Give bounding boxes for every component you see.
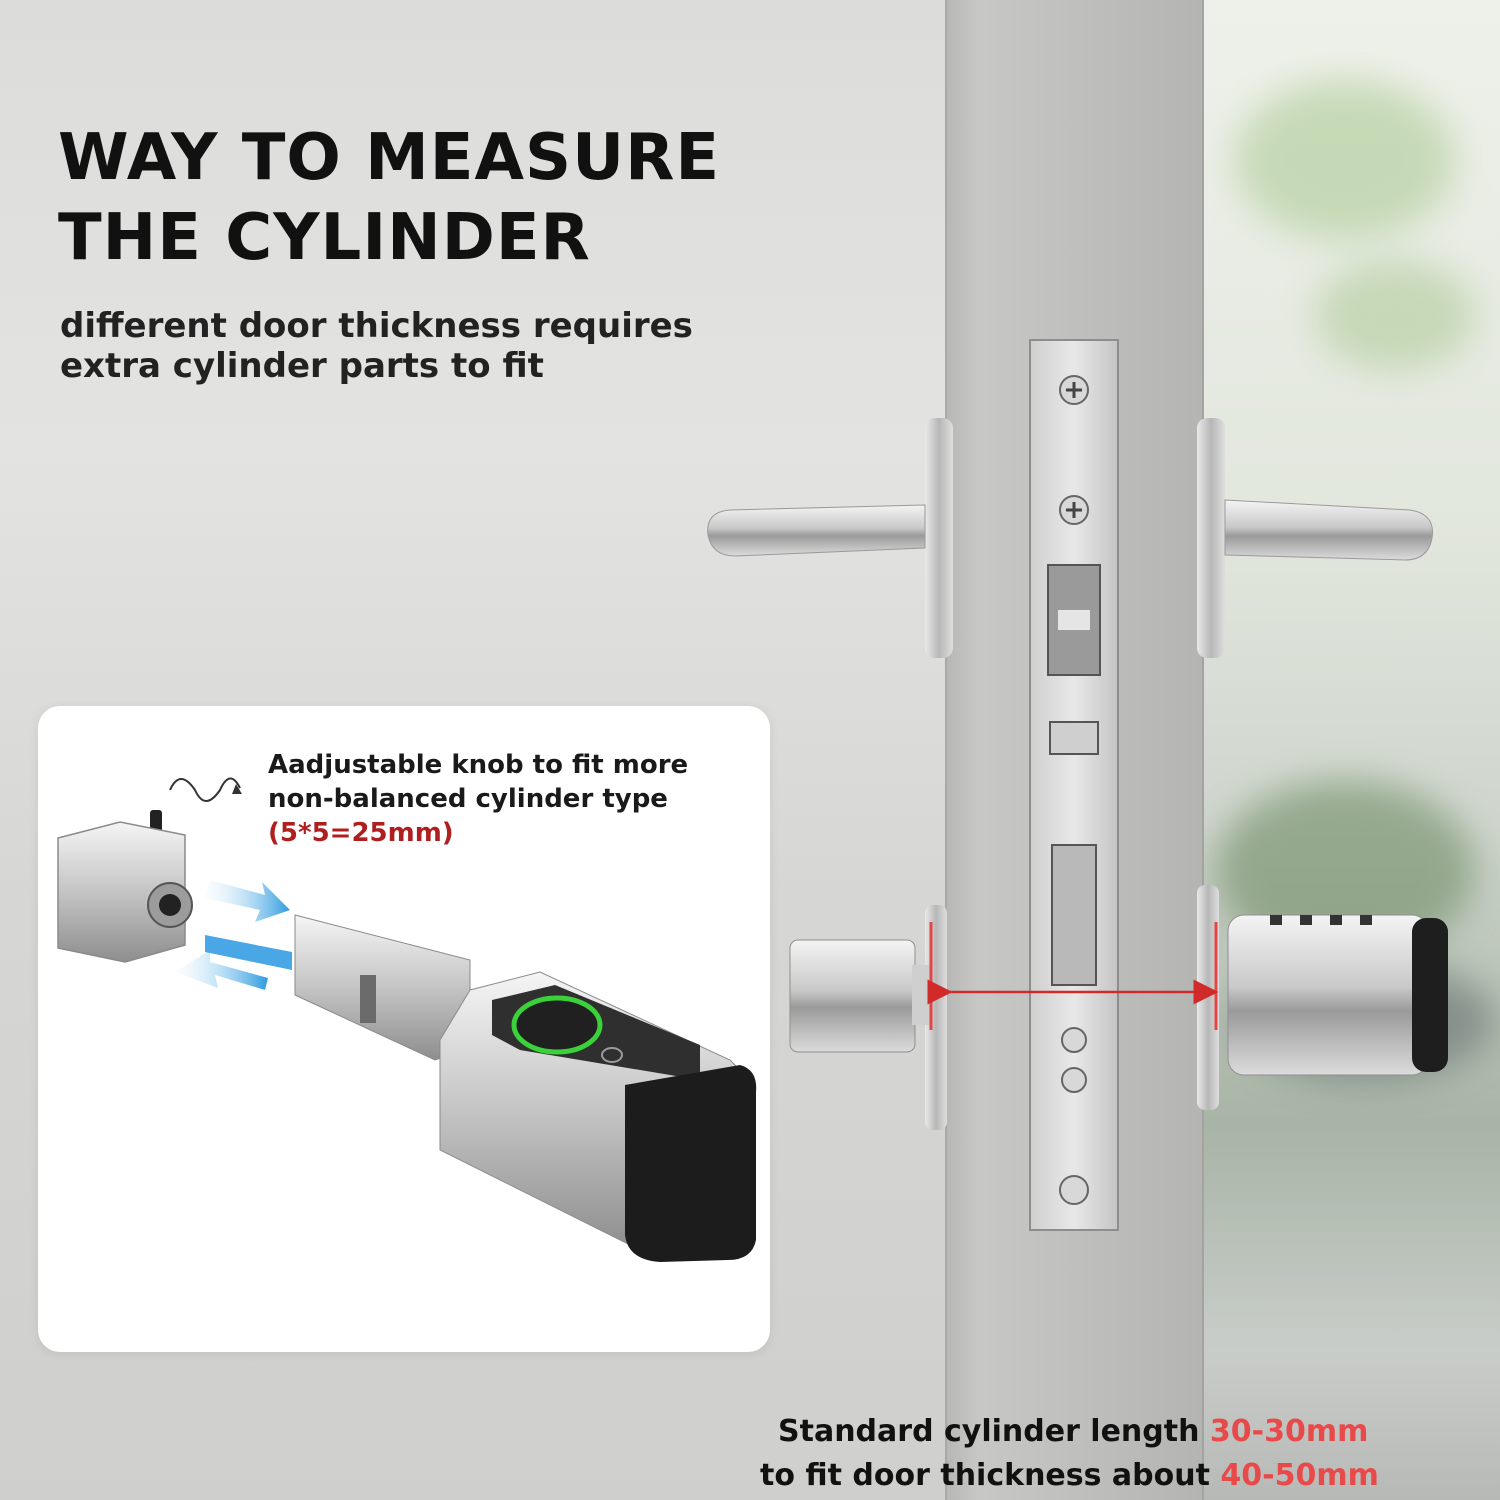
door-thickness-measure-arrow <box>927 922 1219 1030</box>
knob-callout-line-1: Aadjustable knob to fit more <box>268 750 689 780</box>
mortise-faceplate <box>1029 339 1119 1231</box>
nfc-icon <box>601 1047 623 1063</box>
smart-lock-module <box>439 971 757 1262</box>
standard-length-value: 30-30mm <box>1209 1414 1369 1449</box>
title-line-2: THE CYLINDER <box>58 201 591 275</box>
standard-note-line-1: Standard cylinder length 30-30mm <box>760 1410 1480 1454</box>
spindle-rod <box>205 935 292 970</box>
lever-handle-left <box>707 418 953 658</box>
smart-lock-body-right <box>1197 885 1448 1110</box>
adjustable-knob-module <box>57 821 193 963</box>
knob-callout-line-2: non-balanced cylinder type <box>268 784 668 814</box>
subtitle-line-2: extra cylinder parts to fit <box>60 346 544 386</box>
page-title: WAY TO MEASURE THE CYLINDER <box>58 118 720 278</box>
lever-handle-right <box>1197 418 1434 658</box>
standard-length-label: Standard cylinder length <box>778 1414 1210 1449</box>
subtitle-line-1: different door thickness requires <box>60 306 693 346</box>
knob-callout: Aadjustable knob to fit more non-balance… <box>268 748 688 850</box>
title-line-1: WAY TO MEASURE <box>58 121 721 195</box>
euro-cylinder-body <box>294 914 471 1061</box>
insert-arrow-lower <box>175 950 268 990</box>
standard-note-line-2: to fit door thickness about 40-50mm <box>760 1454 1480 1498</box>
subtitle: different door thickness requires extra … <box>60 306 693 386</box>
insert-arrow-upper <box>205 880 290 922</box>
fingerprint-sensor-icon <box>511 995 603 1055</box>
rotation-arrow-icon <box>169 777 242 802</box>
door-thickness-label: to fit door thickness about <box>760 1458 1221 1493</box>
knob-measure: (5*5=25mm) <box>268 818 454 848</box>
door-thickness-value: 40-50mm <box>1220 1458 1379 1493</box>
standard-cylinder-note: Standard cylinder length 30-30mm to fit … <box>760 1410 1480 1498</box>
